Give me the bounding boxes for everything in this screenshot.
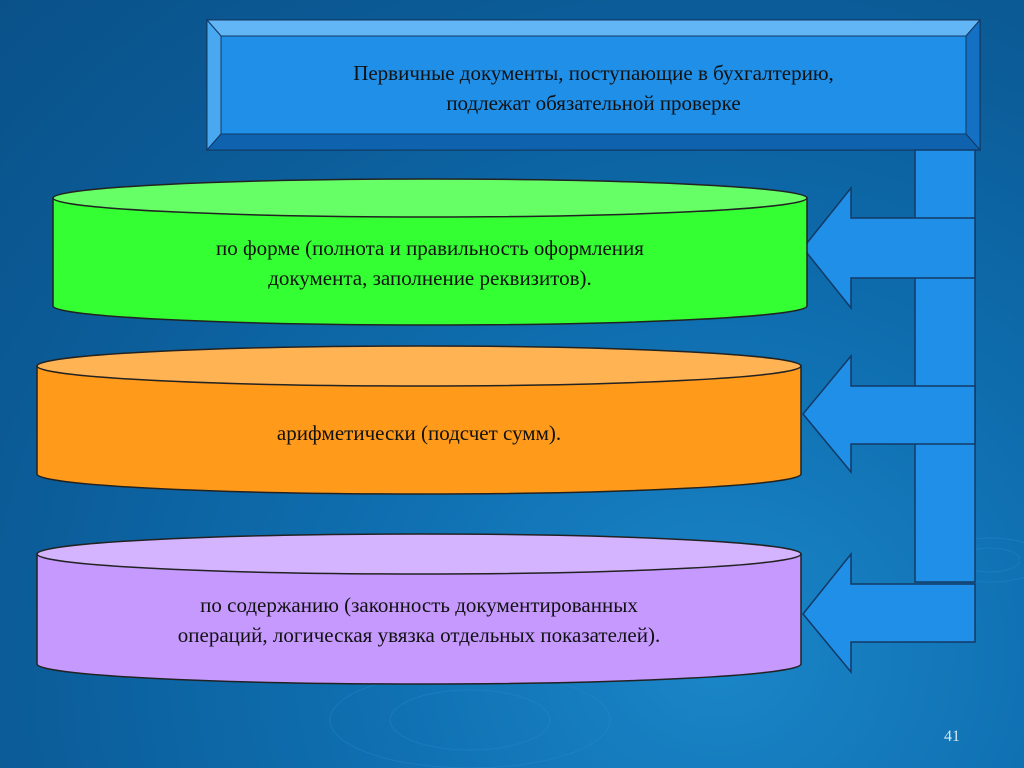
criterion-content-cylinder [36, 533, 802, 685]
criterion-form-text: по форме (полнота и правильность оформле… [53, 233, 807, 293]
arrow-2 [802, 353, 976, 475]
header-line-2: подлежат обязательной проверке [446, 91, 741, 115]
criterion-form-line-1: по форме (полнота и правильность оформле… [216, 236, 644, 260]
page-number: 41 [944, 728, 960, 745]
criterion-form-line-2: документа, заполнение реквизитов). [268, 266, 592, 290]
header-text: Первичные документы, поступающие в бухга… [221, 58, 966, 118]
header-line-1: Первичные документы, поступающие в бухга… [353, 61, 834, 85]
arrow-1 [802, 185, 976, 311]
criterion-content-line-2: операций, логическая увязка отдельных по… [177, 623, 661, 647]
header-box [205, 18, 982, 152]
criterion-content-line-1: по содержанию (законность документирован… [200, 593, 638, 617]
criterion-arithmetic-line-1: арифметически (подсчет сумм). [276, 421, 562, 445]
criterion-arithmetic-text: арифметически (подсчет сумм). [37, 418, 801, 448]
criterion-arithmetic-cylinder [36, 345, 802, 495]
criterion-content-text: по содержанию (законность документирован… [37, 590, 801, 650]
criterion-form-cylinder [52, 178, 808, 326]
connector-bar [914, 149, 976, 583]
arrow-3 [802, 551, 976, 675]
